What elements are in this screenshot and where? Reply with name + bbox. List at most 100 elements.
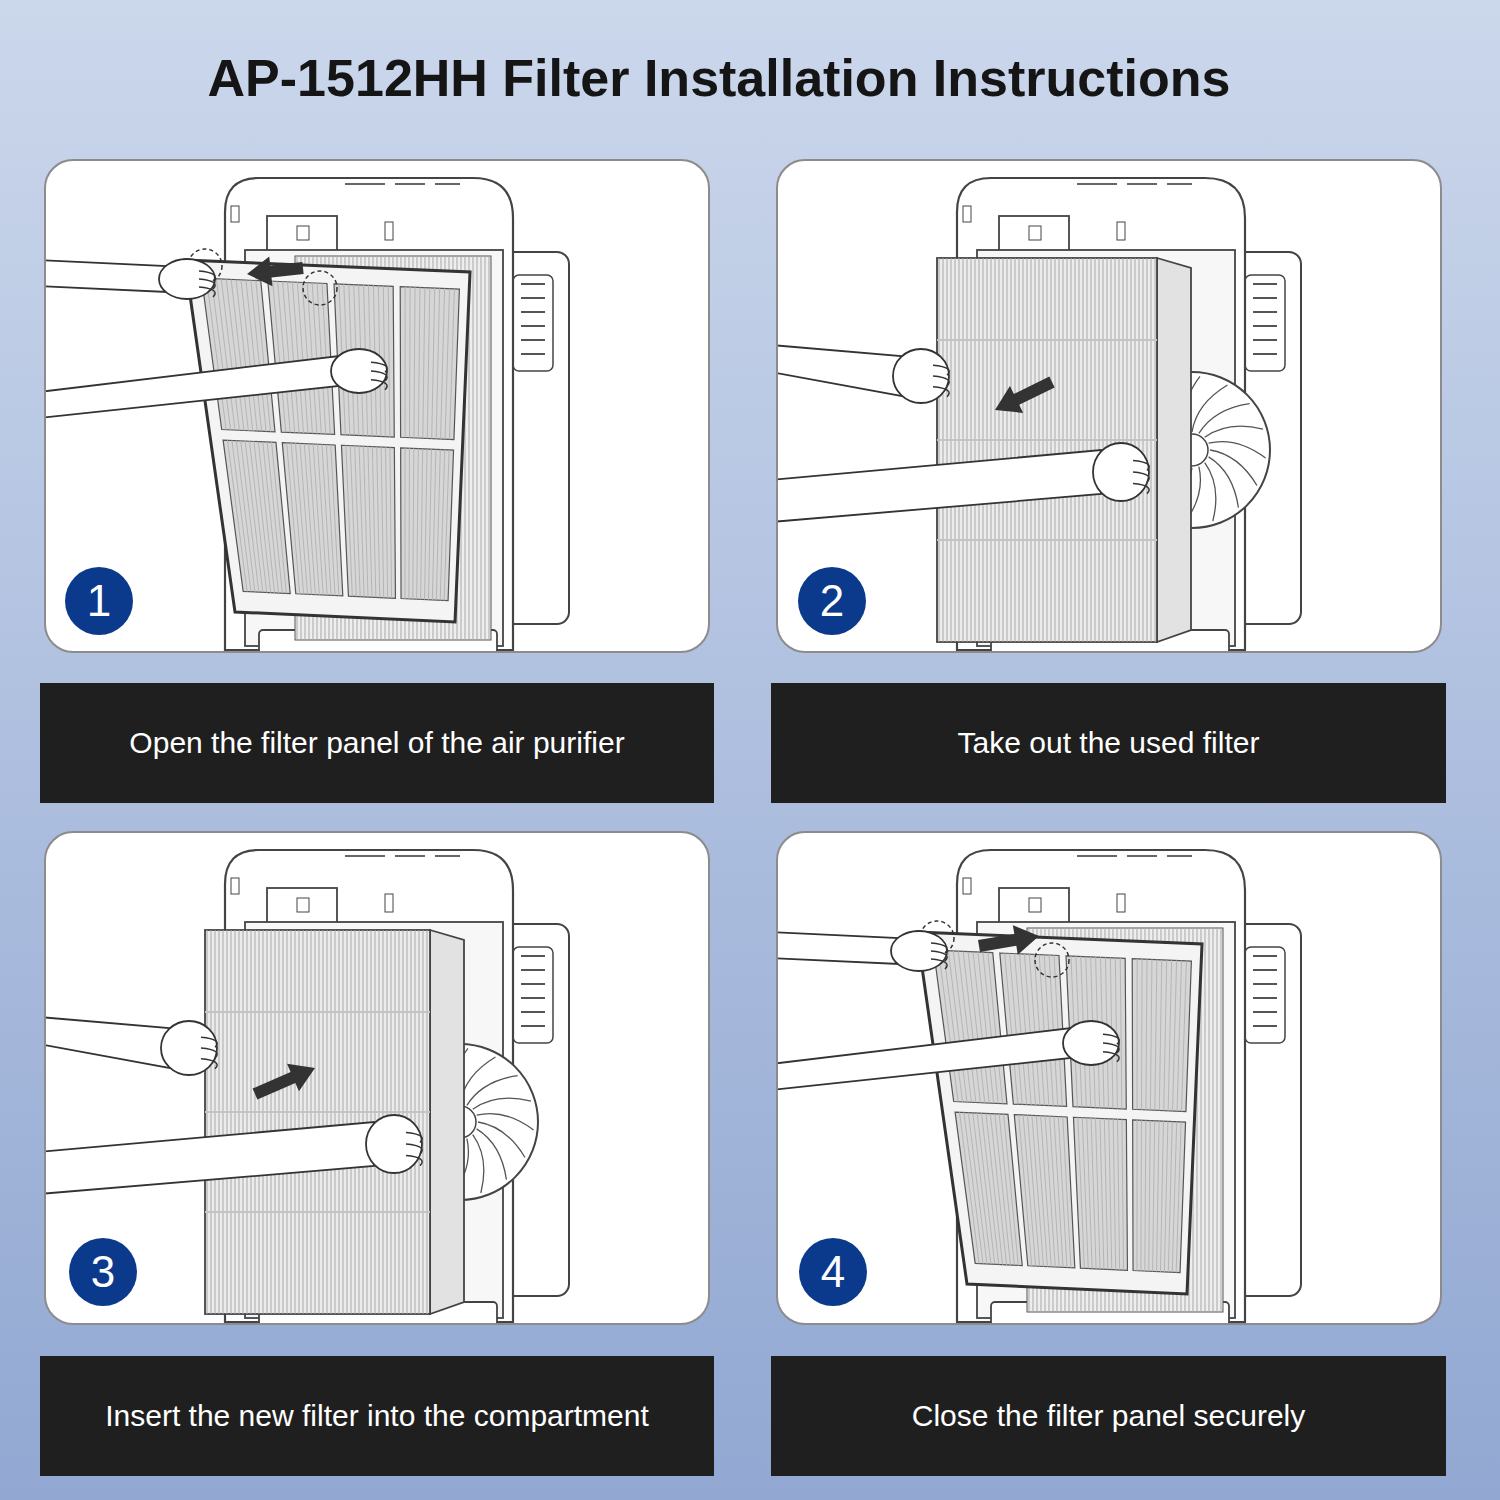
panel-card [777,160,1441,652]
direction-arrow [253,1064,315,1100]
top-buttons [345,855,460,857]
purifier-illustration [45,178,569,652]
direction-arrow [995,377,1055,413]
fingers [1103,1034,1119,1062]
slot-tab [1029,226,1041,240]
housing-tab [963,206,971,222]
control-strip [513,275,553,371]
mesh-lines [1137,959,1186,1112]
top-slot [999,216,1069,252]
control-strip [1245,275,1285,371]
control-strip [513,947,553,1043]
pre-filter-cell [223,440,290,593]
pre-filter-cell [1133,1120,1186,1273]
fingers [406,1132,422,1165]
control-buttons [1253,956,1277,1026]
top-slot [267,216,337,252]
arm [45,260,167,292]
fingers [1133,460,1149,493]
housing-tab [963,878,971,894]
badge-circle [69,1238,137,1306]
pre-filter-frame [185,260,470,622]
top-buttons [345,183,460,185]
mesh-lines [405,287,454,440]
hand [161,1021,217,1075]
latch-marker [303,271,337,305]
arm [777,1028,1071,1090]
step-panel [771,832,1441,1326]
control-buttons [521,956,545,1026]
mesh-lines [346,445,392,598]
hand [366,1115,422,1173]
mesh-lines [287,443,339,596]
hand [891,931,947,971]
pre-filter-cell [955,1112,1022,1265]
direction-arrow [978,925,1039,955]
step-panel [39,832,709,1326]
step-caption: Take out the used filter [958,726,1260,760]
direction-arrow [247,257,304,287]
page-title: AP-1512HH Filter Installation Instructio… [0,36,1438,120]
caption-band: Take out the used filter [771,683,1446,803]
panel-card [45,832,709,1324]
housing-tab [231,206,239,222]
pre-filter-cell [202,278,275,432]
step-panel [39,160,709,654]
arm [777,450,1101,522]
hand [893,349,949,403]
housing-tab [1117,894,1125,912]
step-panel [771,160,1441,654]
pre-filter-cell [400,287,459,440]
step-caption: Insert the new filter into the compartme… [105,1399,649,1433]
top-slot [267,888,337,924]
mesh-lines [939,950,1003,1103]
housing-tab [385,222,393,240]
filter-front [205,930,430,1314]
pre-filter-cell [341,445,395,598]
step-caption: Open the filter panel of the air purifie… [129,726,624,760]
caption-band: Open the filter panel of the air purifie… [40,683,714,803]
panel-border [45,160,709,652]
mesh-lines [227,440,286,593]
panel-border [45,832,709,1324]
panel-border [777,832,1441,1324]
pre-filter-cell [1073,1117,1127,1270]
filter-front [937,258,1157,642]
hand [1063,1021,1119,1065]
pre-filter-cell [401,448,454,601]
top-buttons [1077,855,1192,857]
step-number-badge: 1 [64,566,134,636]
control-buttons [1253,284,1277,354]
purifier-illustration [777,850,1301,1324]
arm [45,356,339,418]
housing-tab [385,894,393,912]
fingers [933,365,949,397]
filter-bands [205,1012,430,1212]
step-number: 1 [87,576,111,626]
slot-tab [1029,898,1041,912]
mesh-lines [405,448,449,600]
housing-tab [231,878,239,894]
mesh-lines [1078,1117,1124,1270]
hand [331,349,387,393]
latch-marker [1035,943,1069,977]
pre-filter-cell [934,950,1007,1104]
pre-filter-cell [282,443,343,596]
filter-bands [937,340,1157,540]
hand [159,259,215,299]
badge-circle [65,567,133,635]
slot-tab [297,226,309,240]
hand [1093,443,1149,501]
arm [777,345,901,396]
step-number-badge: 3 [68,1237,138,1307]
filter-pleats [207,930,427,1314]
control-buttons [521,284,545,354]
arm [777,932,899,964]
arm [45,1017,169,1068]
purifier-illustration [45,850,569,1324]
mesh-lines [1137,1120,1181,1272]
filter-side [1157,258,1191,642]
mesh-lines [1019,1115,1071,1268]
step-number: 3 [91,1247,115,1297]
step-number: 4 [821,1247,845,1297]
